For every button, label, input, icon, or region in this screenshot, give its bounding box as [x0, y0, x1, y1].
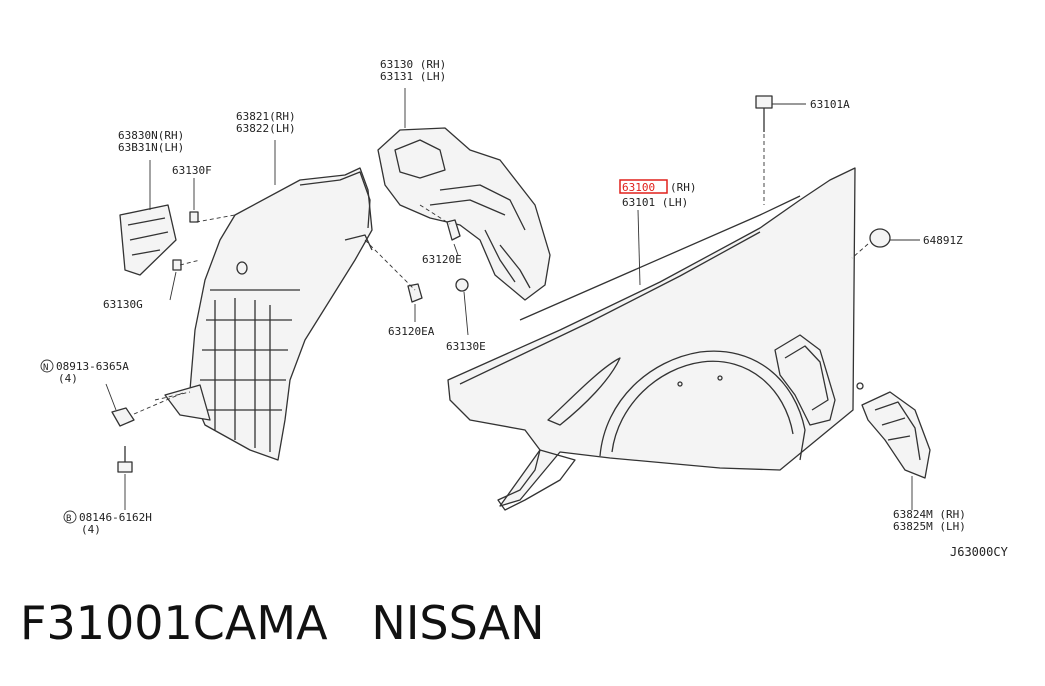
label-63100-rh: (RH): [670, 181, 697, 194]
caption-spacer: [328, 596, 372, 650]
parts-diagram: 63130 (RH) 63131 (LH) 63821(RH) 63822(LH…: [40, 58, 1009, 559]
label-08146: 08146-6162H: [79, 511, 152, 524]
symbol-b-circle: [63, 510, 77, 524]
label-63830n-rh: 63830N(RH): [118, 129, 184, 142]
fender-bolt: [755, 95, 806, 205]
fender-vent-garnish: [861, 391, 931, 510]
clip-63130e: [455, 278, 469, 336]
clip-63130g: [169, 259, 182, 301]
label-63130e: 63130E: [446, 340, 486, 353]
label-63101-lh: 63101 (LH): [622, 196, 688, 209]
label-63130g: 63130G: [103, 298, 143, 311]
fender-protector-front: [377, 127, 551, 301]
symbol-n-circle: [40, 359, 54, 373]
brand-name: NISSAN: [371, 596, 545, 650]
label-63130f: 63130F: [172, 164, 212, 177]
symbol-b: B: [66, 514, 71, 524]
nut-08913: [105, 383, 186, 427]
label-08146-qty: (4): [81, 523, 101, 536]
clip-63120ea: [407, 283, 423, 322]
label-63130-rh: 63130 (RH): [380, 58, 446, 71]
bracket-63830n: [119, 160, 177, 276]
label-08913-qty: (4): [58, 372, 78, 385]
clip-63120e: [446, 219, 461, 256]
label-08913: 08913-6365A: [56, 360, 129, 373]
part-caption: F31001CAMA NISSAN: [20, 596, 545, 650]
label-63101a: 63101A: [810, 98, 850, 111]
label-63821-rh: 63821(RH): [236, 110, 296, 123]
symbol-n: N: [43, 363, 48, 373]
fender-lamp-cap: [851, 228, 920, 259]
part-number: F31001CAMA: [20, 596, 328, 650]
label-63822-lh: 63822(LH): [236, 122, 296, 135]
label-64891z: 64891Z: [923, 234, 963, 247]
label-63120ea: 63120EA: [388, 325, 435, 338]
label-63824m-rh: 63824M (RH): [893, 508, 966, 521]
label-63825m-lh: 63825M (LH): [893, 520, 966, 533]
label-63100: 63100: [622, 181, 655, 194]
highlight-box-63100: [619, 179, 668, 194]
front-fender: [447, 167, 864, 511]
label-63131-lh: 63131 (LH): [380, 70, 446, 83]
label-63831n-lh: 63B31N(LH): [118, 141, 184, 154]
diagram-reference-code: J63000CY: [950, 545, 1009, 559]
label-63120e: 63120E: [422, 253, 462, 266]
fender-protector-rear: [164, 167, 373, 461]
clip-63130f: [189, 178, 199, 223]
bolt-08146: [117, 446, 133, 510]
